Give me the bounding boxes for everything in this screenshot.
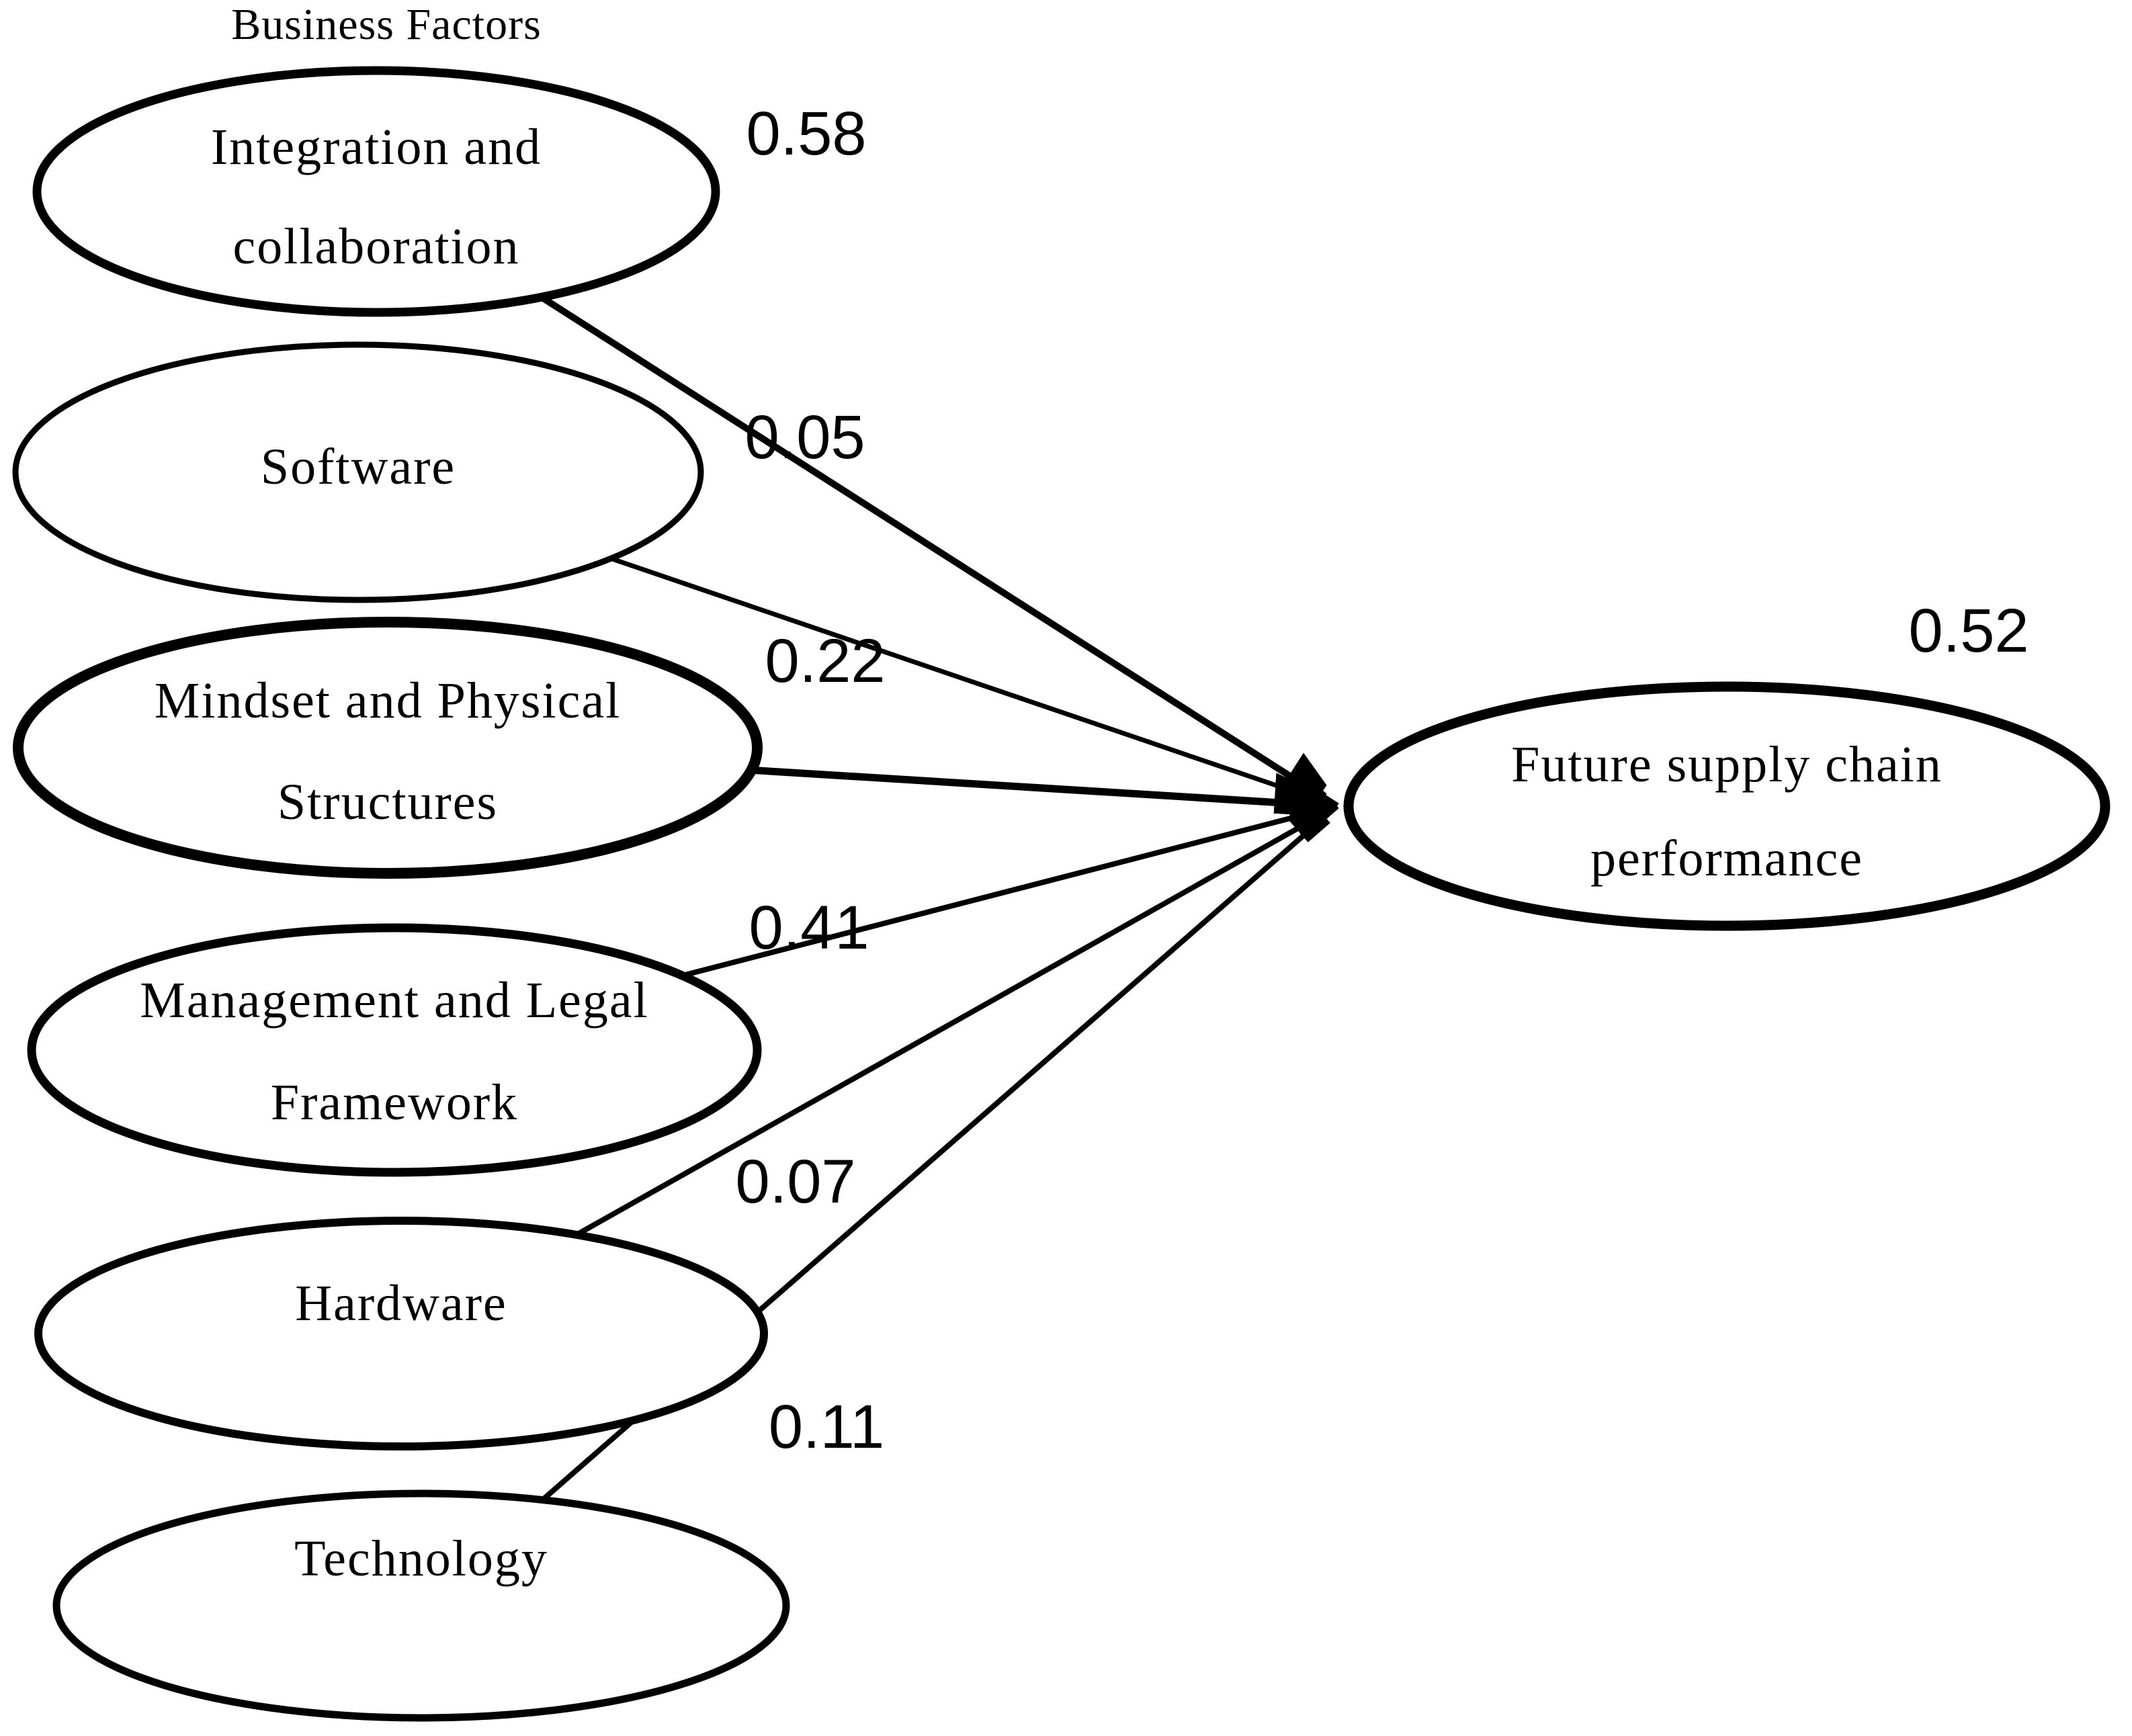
factor-node-hardware [34, 1217, 768, 1450]
factor-node-mindset [13, 617, 763, 879]
factor-node-technology [52, 1489, 790, 1722]
factor-label-hardware: Hardware [295, 1275, 507, 1332]
factor-node-integration [32, 66, 720, 317]
factor-label-software: Software [261, 439, 456, 495]
factor-label-mindset-line2: Structures [278, 774, 498, 830]
coef-label-management: 0.41 [749, 894, 869, 962]
factor-nodes [12, 66, 2110, 1722]
coef-label-mindset: 0.22 [765, 627, 885, 695]
coef-label-technology: 0.11 [769, 1393, 884, 1461]
coef-label-software: 0.05 [744, 403, 865, 472]
factor-label-management-line2: Framework [271, 1074, 518, 1131]
factor-node-management [27, 923, 762, 1177]
r-squared-label: 0.52 [1908, 597, 2029, 665]
factor-label-mindset-line1: Mindset and Physical [155, 672, 621, 729]
outcome-label-line1: Future supply chain [1511, 736, 1943, 793]
outcome-node [1343, 681, 2110, 931]
coef-label-hardware: 0.07 [735, 1147, 855, 1216]
factor-label-management-line1: Management and Legal [140, 972, 648, 1029]
factor-label-integration-line2: collaboration [233, 218, 520, 275]
diagram-title: Business Factors [231, 0, 542, 49]
path-technology-to-outcome [419, 806, 1339, 1608]
factor-label-technology: Technology [294, 1530, 548, 1587]
coef-label-integration: 0.58 [746, 99, 866, 168]
outcome-label-line2: performance [1590, 830, 1863, 887]
diagram-labels: Business Factors Integration and collabo… [140, 0, 2029, 1587]
factor-label-integration-line1: Integration and [211, 119, 542, 175]
factor-node-software [12, 341, 704, 603]
